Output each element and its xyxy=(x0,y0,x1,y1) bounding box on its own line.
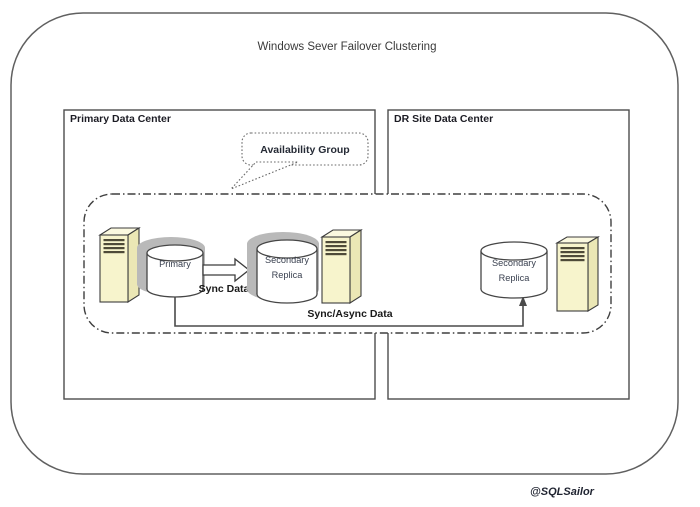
server-vent xyxy=(103,251,125,254)
callout-tail xyxy=(230,161,299,190)
attribution-text: @SQLSailor xyxy=(530,486,595,498)
dr-secondary-replica-label-line1: Secondary xyxy=(492,258,536,268)
sync-data-arrow: Sync Data xyxy=(199,257,251,295)
callout-bubble xyxy=(241,132,369,166)
dr-secondary-replica-label-line2: Replica xyxy=(499,273,531,283)
secondary-server-icon xyxy=(320,228,363,305)
page-title: Windows Sever Failover Clustering xyxy=(258,41,437,53)
server-vent xyxy=(560,259,585,262)
server-vent xyxy=(325,253,347,256)
cylinder-top xyxy=(146,244,204,262)
server-front-face xyxy=(321,236,351,304)
dr-site-data-center-label: DR Site Data Center xyxy=(394,113,493,125)
primary-server-icon xyxy=(98,226,141,304)
replication-connector-line xyxy=(174,296,524,327)
outer-frame xyxy=(10,12,679,475)
server-side-face xyxy=(587,236,599,312)
primary-data-center-label: Primary Data Center xyxy=(70,113,171,125)
server-vent xyxy=(103,243,125,246)
dr-secondary-replica-database-icon: Secondary Replica xyxy=(480,241,548,299)
secondary-replica-database-icon: Secondary Replica xyxy=(247,232,319,304)
server-front-face xyxy=(99,234,129,303)
server-vent xyxy=(103,239,125,242)
server-side-face xyxy=(349,228,362,305)
primary-database-label: Primary xyxy=(159,259,191,269)
server-vent xyxy=(325,249,347,252)
connector-arrowhead-icon xyxy=(519,296,527,306)
server-vent xyxy=(560,251,585,254)
cylinder-top xyxy=(480,241,548,261)
server-vent xyxy=(325,241,347,244)
server-vent xyxy=(325,245,347,248)
sync-async-data-label: Sync/Async Data xyxy=(307,308,392,320)
server-vent xyxy=(560,247,585,250)
dr-server-icon xyxy=(555,236,600,312)
sync-data-label: Sync Data xyxy=(199,283,250,295)
availability-group-callout: Availability Group xyxy=(230,132,369,190)
cylinder-top xyxy=(256,239,318,259)
secondary-replica-label-line1: Secondary xyxy=(265,255,309,265)
block-arrow-icon xyxy=(202,257,251,283)
server-vent xyxy=(103,247,125,250)
primary-database-icon: Primary xyxy=(137,237,205,298)
secondary-replica-label-line2: Replica xyxy=(272,270,304,280)
server-front-face xyxy=(556,242,589,312)
availability-group-label: Availability Group xyxy=(260,144,349,156)
server-vent xyxy=(560,255,585,258)
